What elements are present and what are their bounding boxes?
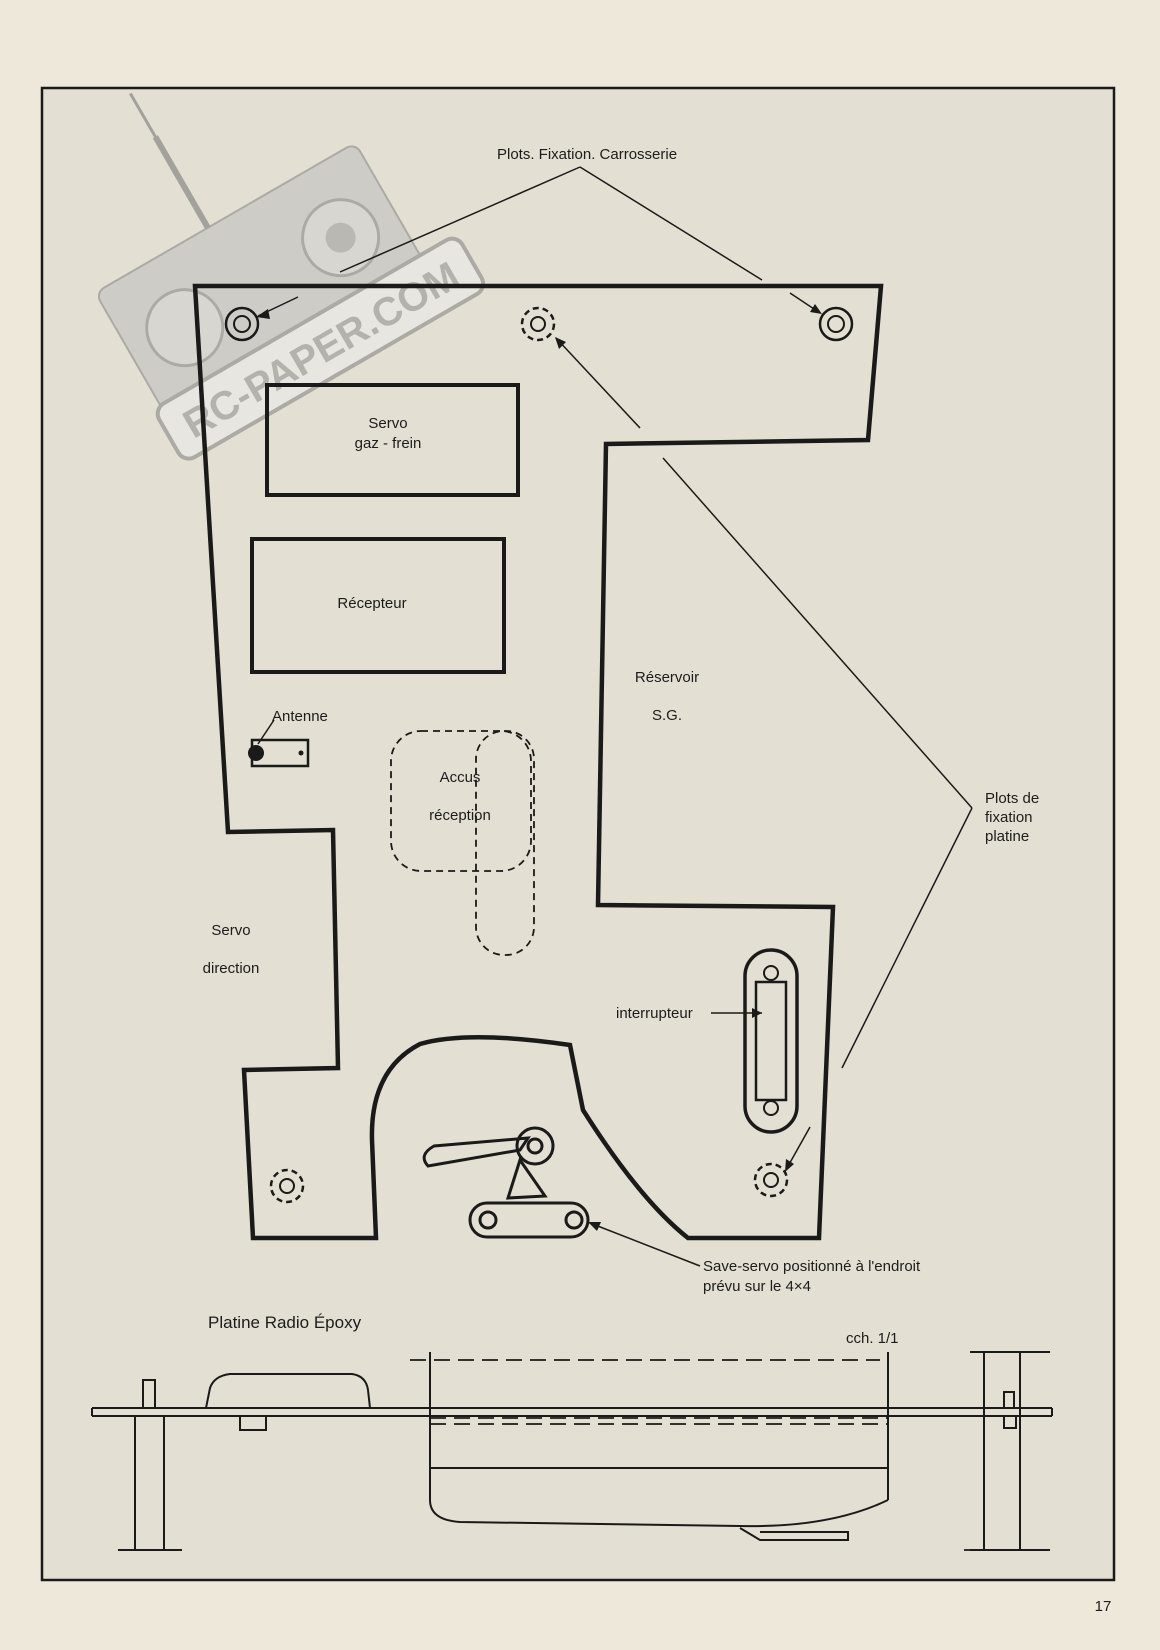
platine-outline [192,283,884,1241]
side-view-dashed-lines [118,1359,1050,1551]
plots-platine-label-3: platine [985,828,1029,845]
interrupteur-label: interrupteur [616,1005,693,1022]
plate-hole-bottom-right [753,1162,789,1198]
antenne-label: Antenne [272,708,328,725]
side-view-drawing [91,1351,1053,1551]
scale-label: cch. 1/1 [846,1330,899,1347]
interrupteur-switch [743,948,799,1134]
save-servo-label-2: prévu sur le 4×4 [703,1278,811,1295]
plots-carrosserie-label: Plots. Fixation. Carrosserie [497,146,677,163]
post-hole-top-center [520,306,556,342]
save-servo-linkage [422,1126,590,1239]
callout-save-servo [589,1222,701,1267]
accus-outline [390,730,532,872]
post-hole-top-right [818,306,854,342]
accus-label-2: réception [429,807,491,824]
platine-title: Platine Radio Époxy [208,1313,362,1332]
reservoir-label-1: Réservoir [635,669,699,686]
antenne-mount [248,719,310,768]
plots-platine-label-2: fixation [985,809,1033,826]
plots-platine-label-1: Plots de [985,790,1039,807]
page-number: 17 [1095,1598,1112,1615]
servo-gaz-label-2: gaz - frein [355,435,422,452]
accus-label-1: Accus [440,769,481,786]
accus-alt-outline [475,730,535,956]
servo-direction-label-2: direction [203,960,260,977]
callout-plots-platine [662,457,973,1169]
servo-gaz-label-1: Servo [368,415,407,432]
reservoir-label-2: S.G. [652,707,682,724]
save-servo-label-1: Save-servo positionné à l'endroit [703,1258,921,1275]
post-hole-top-left [224,306,260,342]
servo-direction-label-1: Servo [211,922,250,939]
servo-gaz-frein-box [265,383,520,497]
recepteur-box [250,537,506,674]
recepteur-label: Récepteur [337,595,406,612]
plate-hole-bottom-left [269,1168,305,1204]
